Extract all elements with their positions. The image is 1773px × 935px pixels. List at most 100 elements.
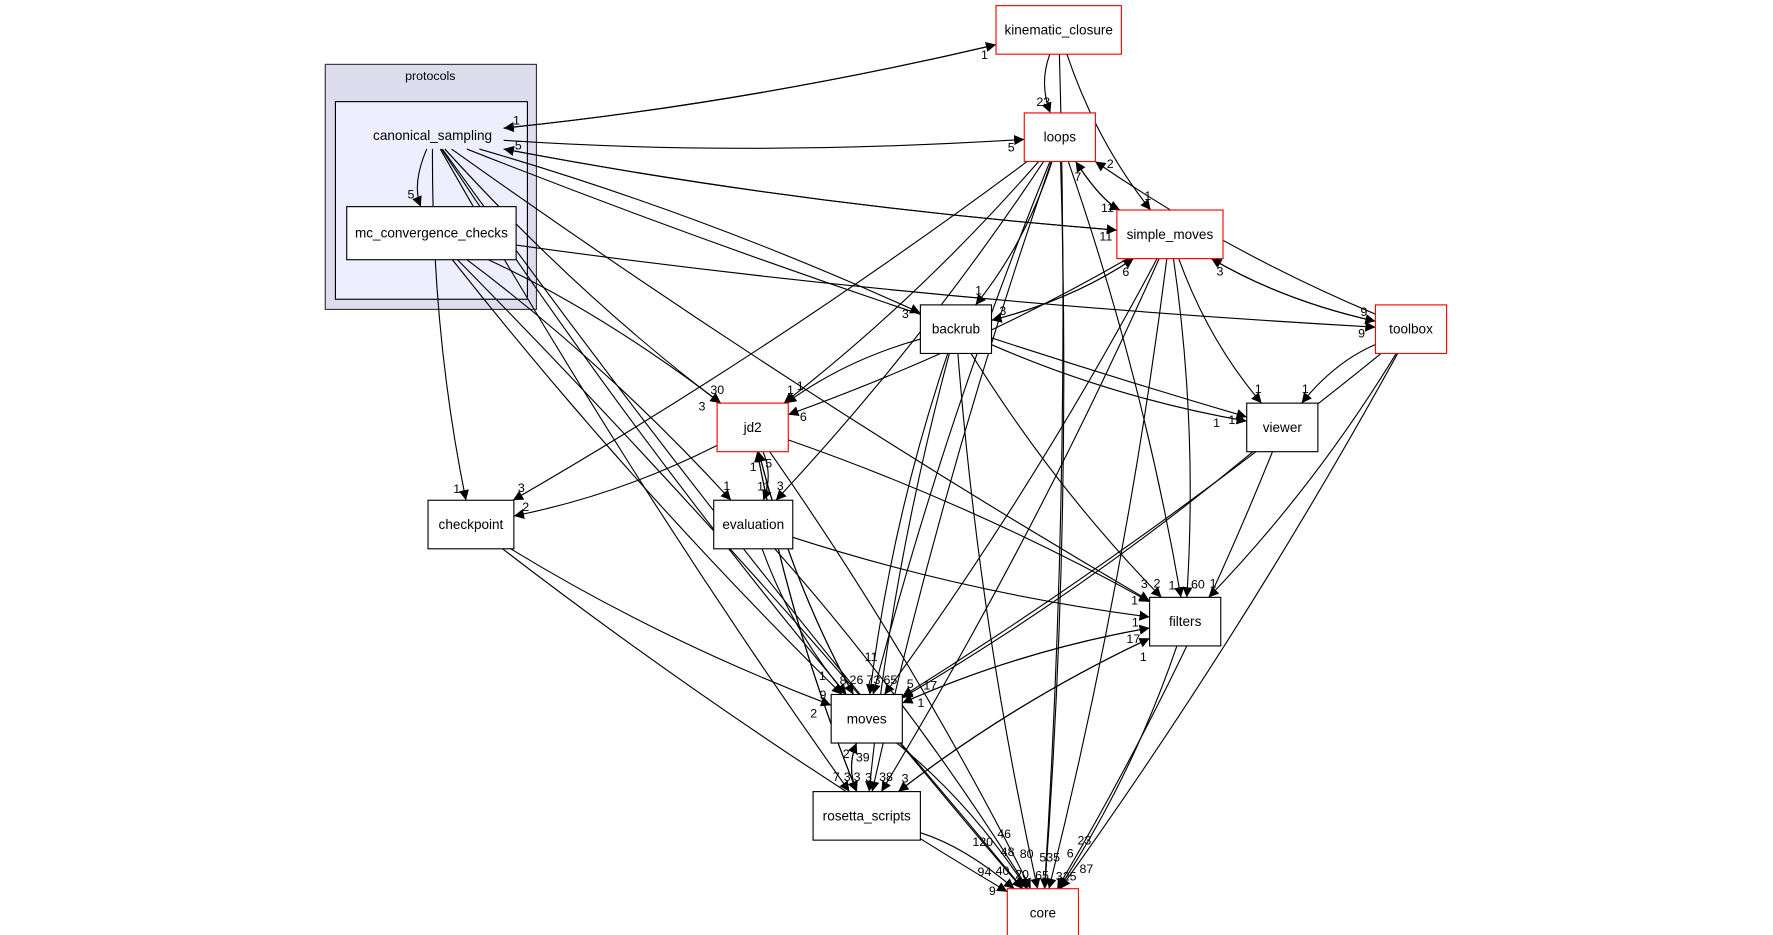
edge-backrub-to-moves[interactable]: [865, 353, 949, 695]
node-box[interactable]: [1149, 596, 1222, 647]
edge-jd2-to-filters[interactable]: [788, 439, 1150, 603]
node-label[interactable]: toolbox: [1389, 322, 1433, 337]
node-label[interactable]: simple_moves: [1127, 227, 1214, 242]
node-label[interactable]: rosetta_scripts: [823, 808, 911, 823]
edge-moves-to-filters[interactable]: [902, 624, 1150, 704]
node-jd2[interactable]: jd2: [716, 402, 789, 453]
edge-kinematic-closure-to-simple-moves[interactable]: [1066, 54, 1152, 211]
node-box[interactable]: [716, 402, 789, 453]
node-label[interactable]: evaluation: [722, 517, 784, 532]
edge-simple-moves-to-viewer[interactable]: [1178, 258, 1262, 404]
edge-viewer-to-core[interactable]: [1056, 451, 1274, 889]
node-evaluation[interactable]: evaluation: [713, 499, 794, 550]
node-label[interactable]: filters: [1169, 614, 1202, 629]
node-mc-convergence-checks[interactable]: mc_convergence_checks: [346, 206, 517, 261]
node-label[interactable]: jd2: [743, 420, 762, 435]
node-filters[interactable]: filters: [1149, 596, 1222, 647]
node-label[interactable]: checkpoint: [439, 517, 504, 532]
node-label[interactable]: core: [1030, 905, 1056, 920]
node-box[interactable]: [830, 693, 903, 744]
node-label[interactable]: loops: [1044, 130, 1077, 145]
node-label[interactable]: moves: [847, 711, 887, 726]
node-box[interactable]: [1023, 112, 1096, 163]
edge-viewer-to-moves[interactable]: [902, 451, 1254, 699]
edge-backrub-to-viewer[interactable]: [991, 344, 1247, 425]
edge-evaluation-to-moves[interactable]: [761, 548, 847, 695]
node-box[interactable]: [1116, 209, 1224, 260]
edge-mc-convergence-checks-to-moves[interactable]: [451, 259, 843, 695]
edge-mc-convergence-checks-to-jd2[interactable]: [488, 259, 722, 404]
edge-loops-to-backrub[interactable]: [975, 161, 1053, 306]
edge-backrub-to-jd2[interactable]: [785, 338, 921, 404]
node-loops[interactable]: loops: [1023, 112, 1096, 163]
edge-kinematic-closure-to-core[interactable]: [1040, 54, 1064, 889]
edge-kinematic-closure-to-canonical-sampling[interactable]: [503, 44, 997, 133]
edge-evaluation-to-filters[interactable]: [792, 536, 1150, 621]
edge-loops-to-checkpoint[interactable]: [512, 161, 1028, 501]
edge-checkpoint-to-core[interactable]: [502, 548, 1008, 893]
node-label[interactable]: backrub: [932, 322, 980, 337]
node-moves[interactable]: moves: [830, 693, 903, 744]
node-kinematic-closure[interactable]: kinematic_closure: [995, 5, 1122, 55]
edge-loops-to-filters[interactable]: [1067, 161, 1185, 598]
edge-loops-to-core[interactable]: [1040, 161, 1065, 889]
edge-canonical-sampling-to-jd2[interactable]: [444, 148, 721, 404]
edge-canonical-sampling-to-loops[interactable]: [503, 134, 1025, 149]
node-box[interactable]: [812, 791, 921, 841]
edge-toolbox-to-viewer[interactable]: [1301, 343, 1376, 404]
node-simple-moves[interactable]: simple_moves: [1116, 209, 1224, 260]
node-label[interactable]: canonical_sampling: [373, 128, 492, 143]
edge-canonical-sampling-to-mc-convergence-checks[interactable]: [412, 148, 428, 207]
edge-mc-convergence-checks-to-toolbox[interactable]: [516, 244, 1376, 332]
node-box[interactable]: [713, 499, 794, 550]
node-label[interactable]: viewer: [1263, 420, 1303, 435]
edge-evaluation-to-core[interactable]: [774, 548, 1029, 890]
edge-canonical-sampling-to-kinematic-closure[interactable]: [503, 42, 997, 129]
edge-canonical-sampling-to-viewer[interactable]: [466, 148, 1247, 419]
node-checkpoint[interactable]: checkpoint: [427, 499, 515, 550]
edge-rosetta-scripts-to-core[interactable]: [920, 832, 1015, 890]
edge-backrub-to-filters[interactable]: [970, 353, 1162, 598]
node-box[interactable]: [919, 304, 993, 355]
edge-loops-to-evaluation[interactable]: [775, 161, 1045, 501]
edge-filters-to-rosetta-scripts[interactable]: [897, 637, 1150, 793]
node-backrub[interactable]: backrub: [919, 304, 993, 355]
node-viewer[interactable]: viewer: [1246, 402, 1319, 453]
node-box[interactable]: [995, 5, 1122, 55]
edge-backrub-to-simple-moves[interactable]: [991, 258, 1134, 321]
node-toolbox[interactable]: toolbox: [1374, 304, 1448, 355]
edge-toolbox-to-simple-moves[interactable]: [1211, 258, 1376, 322]
edge-simple-moves-to-rosetta-scripts[interactable]: [880, 258, 1160, 792]
node-box[interactable]: [1006, 888, 1080, 935]
edge-backrub-to-core[interactable]: [957, 353, 1041, 889]
edge-toolbox-to-filters[interactable]: [1208, 353, 1397, 598]
node-rosetta-scripts[interactable]: rosetta_scripts: [812, 791, 921, 841]
node-label[interactable]: mc_convergence_checks: [355, 226, 508, 241]
edge-simple-moves-to-core[interactable]: [1046, 258, 1168, 889]
edge-simple-moves-to-toolbox[interactable]: [1211, 258, 1376, 324]
node-box[interactable]: [346, 206, 517, 261]
edge-kinematic-closure-to-loops[interactable]: [1041, 54, 1052, 114]
edge-toolbox-to-core[interactable]: [1059, 353, 1399, 890]
edge-checkpoint-to-moves[interactable]: [510, 548, 832, 707]
canonical-sampling-cluster-box[interactable]: [334, 101, 528, 300]
edge-simple-moves-to-loops[interactable]: [1075, 161, 1121, 211]
edge-rosetta-scripts-to-moves[interactable]: [847, 742, 858, 792]
edge-canonical-sampling-to-filters[interactable]: [451, 148, 1150, 602]
edge-loops-to-jd2[interactable]: [783, 161, 1040, 404]
edge-canonical-sampling-to-checkpoint[interactable]: [431, 149, 469, 501]
edge-mc-convergence-checks-to-core[interactable]: [457, 259, 1024, 890]
edge-moves-to-core[interactable]: [896, 742, 1028, 890]
edge-simple-moves-to-moves[interactable]: [883, 258, 1158, 695]
edge-jd2-to-checkpoint[interactable]: [513, 444, 718, 519]
edge-rosetta-scripts-to-filters[interactable]: [897, 637, 1150, 793]
node-core[interactable]: core: [1006, 888, 1080, 935]
edge-filters-to-core[interactable]: [1058, 645, 1178, 890]
edge-mc-convergence-checks-to-evaluation[interactable]: [466, 259, 732, 501]
node-canonical-sampling[interactable]: canonical_sampling: [373, 128, 492, 143]
node-box[interactable]: [1246, 402, 1319, 453]
node-box[interactable]: [1374, 304, 1448, 355]
edge-toolbox-to-loops[interactable]: [1094, 161, 1376, 315]
edge-rosetta-scripts-to-jd2[interactable]: [754, 451, 858, 792]
edge-loops-to-moves[interactable]: [870, 161, 1051, 695]
